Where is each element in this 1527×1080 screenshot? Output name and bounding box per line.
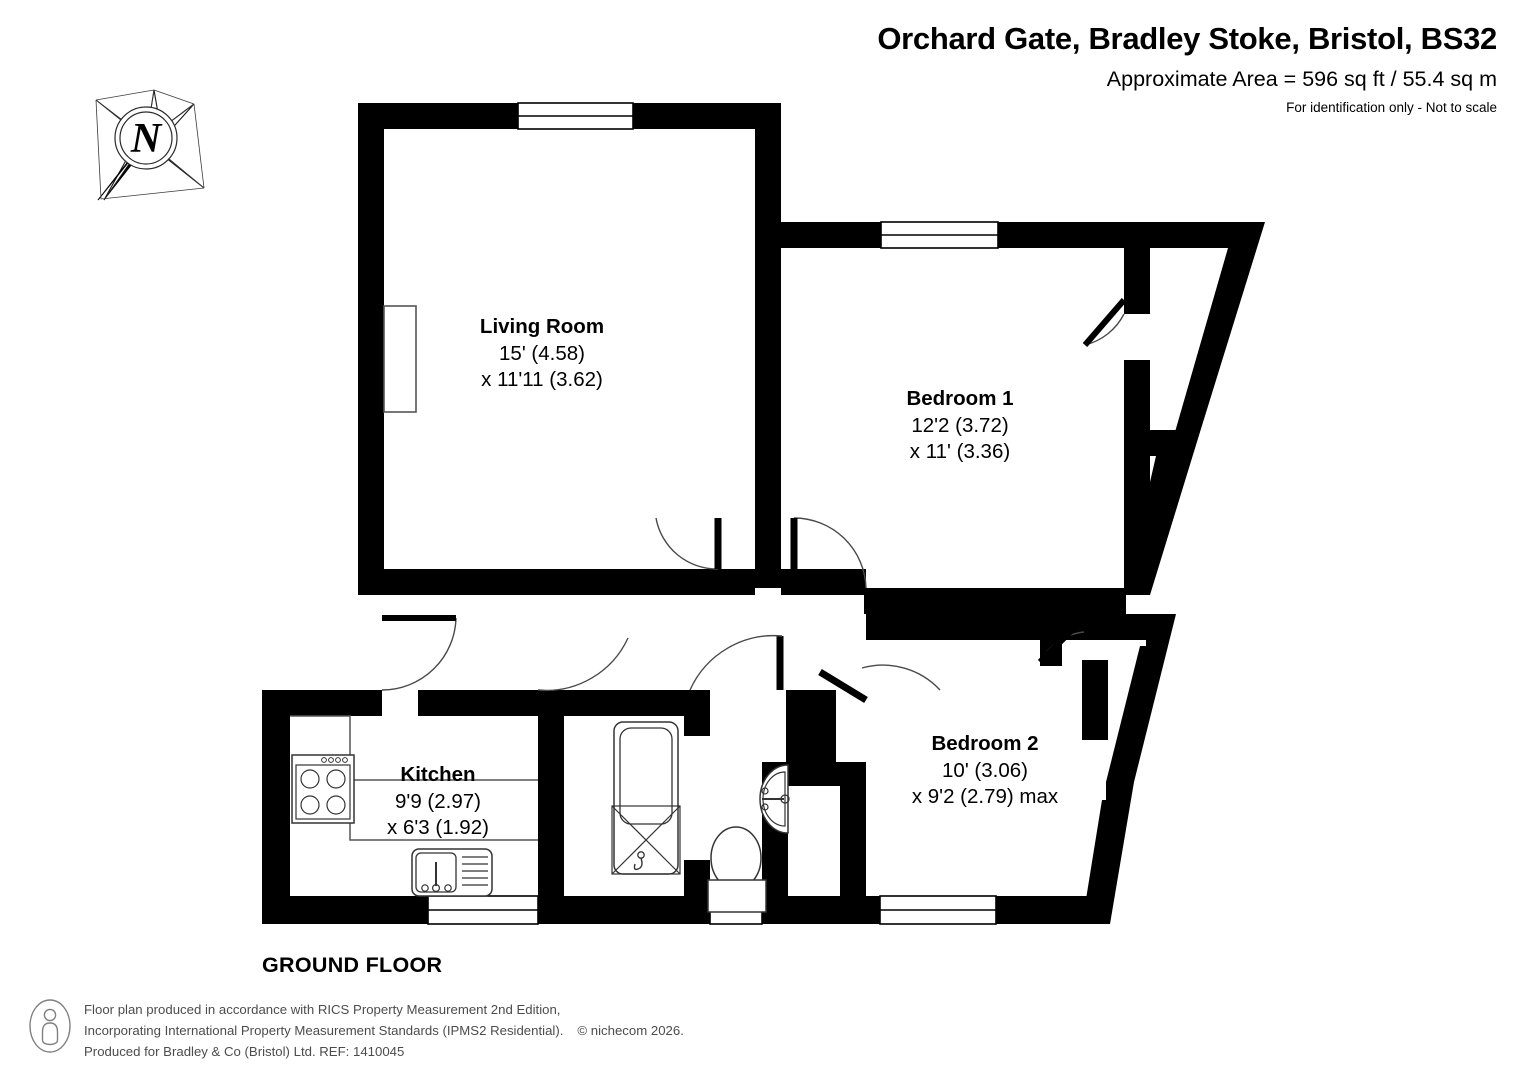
compass-north-label: N <box>130 116 163 162</box>
bath-shower-icon <box>611 721 681 875</box>
room-dimension: 10' (3.06) <box>942 758 1028 782</box>
room-label-kitchen: Kitchen 9'9 (2.97) x 6'3 (1.92) <box>348 762 528 842</box>
footer-copyright: © nichecom 2026. <box>577 1022 684 1038</box>
radiator-icon <box>383 305 417 413</box>
kitchen-sink-icon <box>411 848 493 897</box>
exterior-walls <box>262 103 1265 924</box>
room-label-bedroom-1: Bedroom 1 12'2 (3.72) x 11' (3.36) <box>845 386 1075 466</box>
plan-header: Orchard Gate, Bradley Stoke, Bristol, BS… <box>0 0 1527 116</box>
page-title: Orchard Gate, Bradley Stoke, Bristol, BS… <box>877 21 1497 56</box>
room-label-living-room: Living Room 15' (4.58) x 11'11 (3.62) <box>430 314 654 394</box>
room-name: Living Room <box>479 315 605 338</box>
footer-line-2: Incorporating International Property Mea… <box>84 1022 564 1038</box>
footer-line-1: Floor plan produced in accordance with R… <box>84 1002 561 1017</box>
room-dimension: 12'2 (3.72) <box>911 413 1009 437</box>
plan-footer: Floor plan produced in accordance with R… <box>28 996 1128 1063</box>
room-label-bedroom-2: Bedroom 2 10' (3.06) x 9'2 (2.79) max <box>860 731 1110 811</box>
room-dimension: x 11' (3.36) <box>909 440 1011 464</box>
wash-basin-icon <box>759 764 790 834</box>
room-dimension: 15' (4.58) <box>499 341 585 365</box>
approximate-area: Approximate Area = 596 sq ft / 55.4 sq m <box>1106 67 1497 92</box>
cooker-hob-icon <box>291 754 355 824</box>
footer-line-3: Produced for Bradley & Co (Bristol) Ltd.… <box>84 1043 405 1059</box>
doors <box>381 298 1127 703</box>
person-badge-icon <box>28 998 72 1054</box>
room-dimension: x 6'3 (1.92) <box>387 816 489 840</box>
floor-caption: GROUND FLOOR <box>262 953 443 977</box>
room-name: Bedroom 1 <box>906 387 1014 410</box>
footer-line-2-wrap: Incorporating International Property Mea… <box>84 1021 684 1042</box>
plan-disclaimer: For identification only - Not to scale <box>1286 99 1497 115</box>
toilet-icon <box>707 826 767 913</box>
footer-text-block: Floor plan produced in accordance with R… <box>84 996 684 1063</box>
room-dimension: x 11'11 (3.62) <box>481 368 603 392</box>
room-dimension: 9'9 (2.97) <box>395 789 481 813</box>
windows <box>427 102 999 925</box>
compass-north-icon: N <box>76 78 216 208</box>
room-name: Kitchen <box>400 763 476 786</box>
room-name: Bedroom 2 <box>931 732 1039 755</box>
room-dimension: x 9'2 (2.79) max <box>911 785 1059 809</box>
